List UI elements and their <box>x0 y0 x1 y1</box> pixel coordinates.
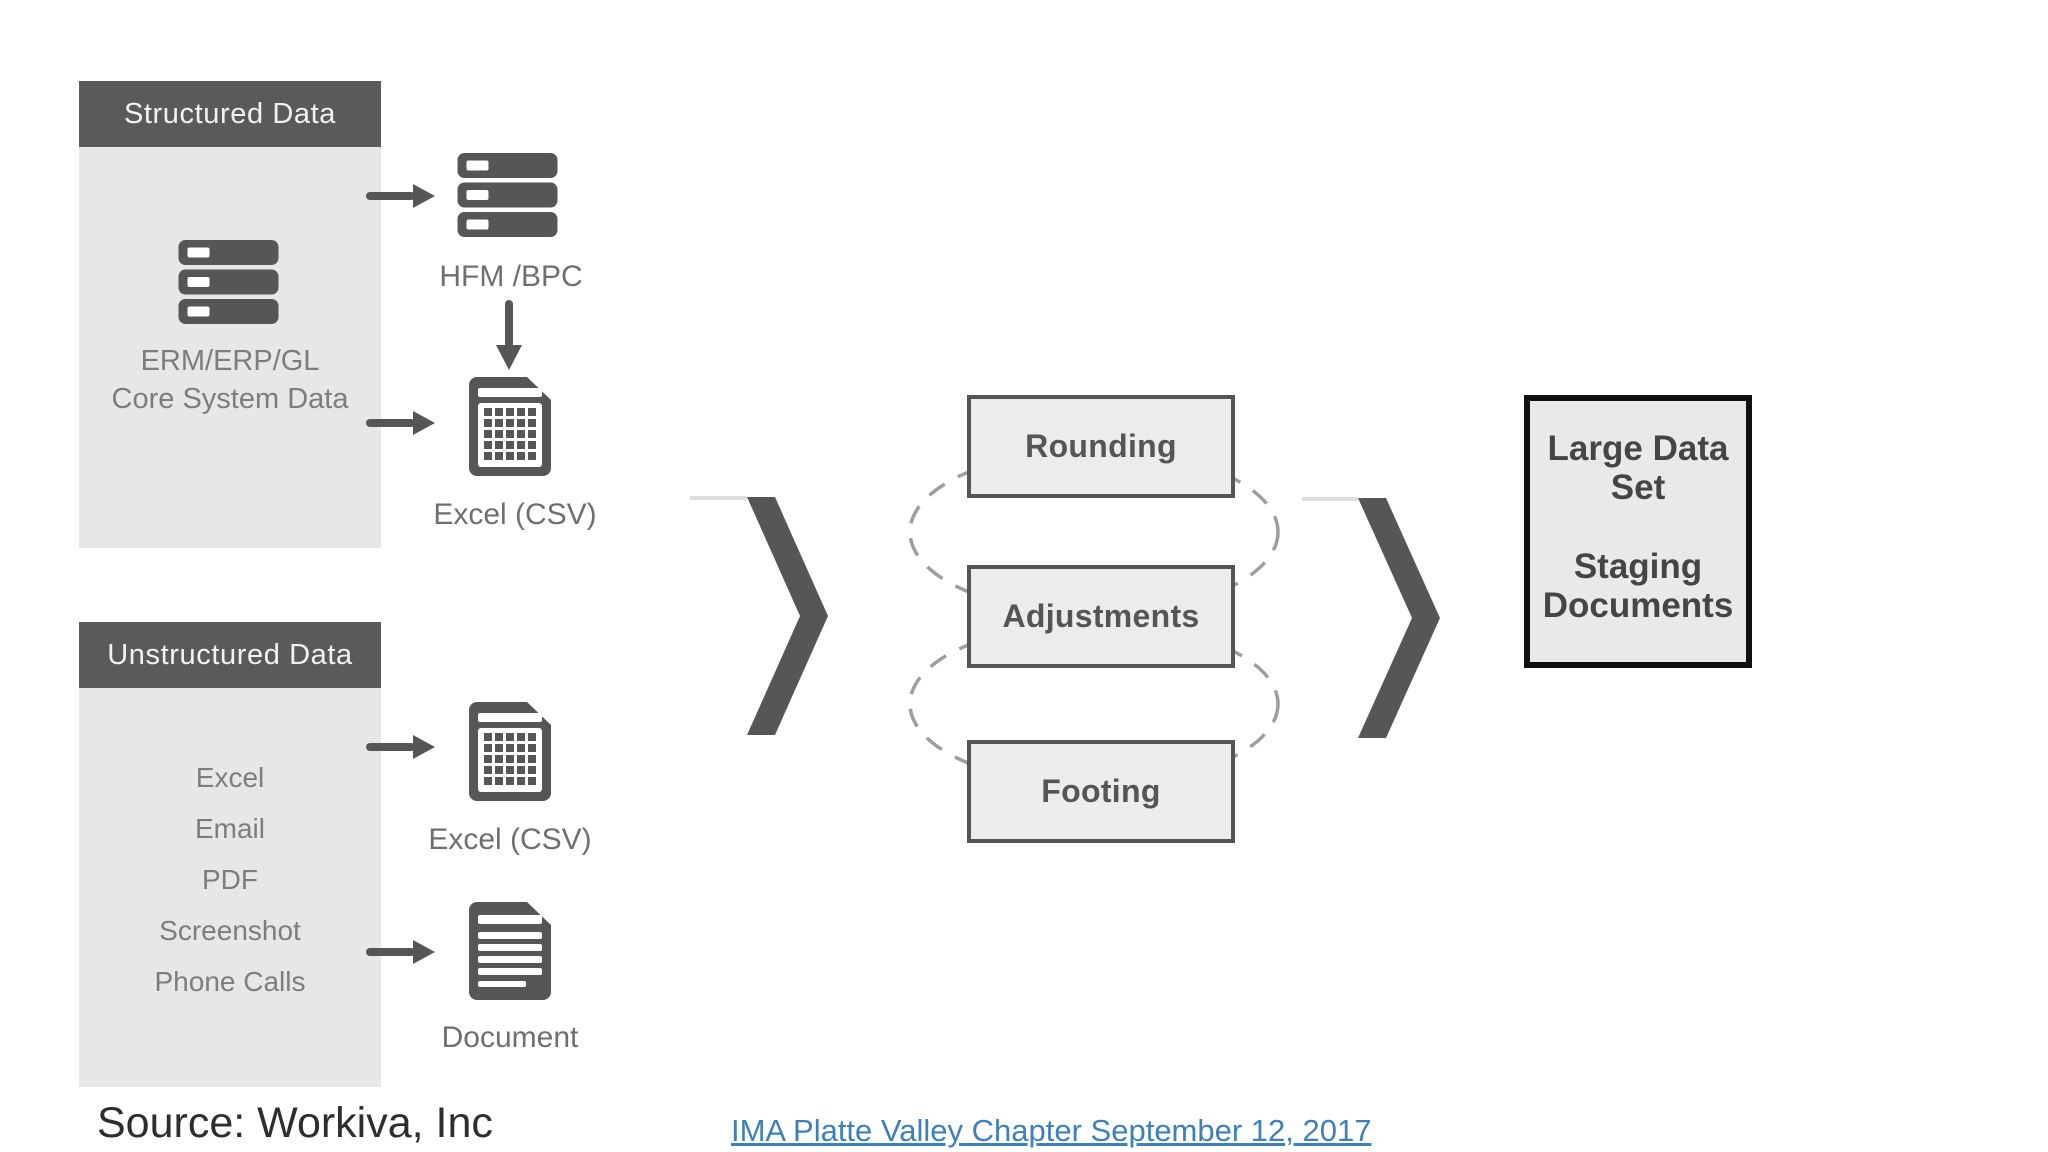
hfm-server-icon <box>457 153 558 237</box>
arrow-items-to-excel <box>366 735 435 759</box>
excel-csv-label-1: Excel (CSV) <box>433 498 597 531</box>
list-item-screenshot: Screenshot <box>159 915 301 946</box>
result-line-staging-documents: Staging Documents <box>1542 547 1734 625</box>
list-item-excel: Excel <box>195 762 265 793</box>
server-icon <box>178 240 279 324</box>
unstructured-data-title: Unstructured Data <box>107 638 353 671</box>
structured-body-line2: Core System Data <box>111 383 349 415</box>
unstructured-item-list: Excel Email PDF Screenshot Phone Calls <box>79 752 381 1007</box>
structured-data-header: Structured Data <box>79 81 381 147</box>
arrow-down-icon <box>496 300 522 370</box>
chevron-right-icon <box>747 497 828 735</box>
structured-body-text: ERM/ERP/GL Core System Data <box>79 342 381 418</box>
step-box-rounding: Rounding <box>967 395 1235 498</box>
result-box: Large Data Set Staging Documents <box>1524 395 1752 668</box>
result-line-large-data-set: Large Data Set <box>1547 429 1729 507</box>
structured-data-panel: Structured Data <box>79 81 381 548</box>
step-label-footing: Footing <box>1041 773 1161 809</box>
chevron-right-icon <box>1358 498 1440 738</box>
step-box-adjustments: Adjustments <box>967 565 1235 668</box>
unstructured-data-panel: Unstructured Data <box>79 622 381 1087</box>
list-item-email: Email <box>194 813 265 844</box>
chevron-tail-line <box>1302 497 1358 501</box>
spreadsheet-icon <box>469 702 551 801</box>
list-item-pdf: PDF <box>202 864 258 895</box>
document-label: Document <box>441 1021 579 1054</box>
chapter-link[interactable]: IMA Platte Valley Chapter September 12, … <box>731 1113 1372 1148</box>
structured-data-title: Structured Data <box>123 97 337 130</box>
source-attribution: Source: Workiva, Inc <box>97 1099 493 1147</box>
list-item-phone-calls: Phone Calls <box>154 966 306 997</box>
hfm-bpc-label: HFM /BPC <box>439 260 583 293</box>
arrow-core-to-excel <box>366 411 435 435</box>
chevron-tail-line <box>690 496 747 500</box>
step-box-footing: Footing <box>967 740 1235 843</box>
arrow-structured-to-hfm <box>366 184 435 208</box>
spreadsheet-icon <box>469 377 551 476</box>
structured-body-line1: ERM/ERP/GL <box>140 345 320 377</box>
excel-csv-label-2: Excel (CSV) <box>428 823 592 856</box>
arrow-items-to-document <box>366 940 435 964</box>
unstructured-data-header: Unstructured Data <box>79 622 381 688</box>
step-label-rounding: Rounding <box>1025 428 1177 464</box>
document-icon <box>469 902 551 1000</box>
step-label-adjustments: Adjustments <box>1002 598 1200 634</box>
